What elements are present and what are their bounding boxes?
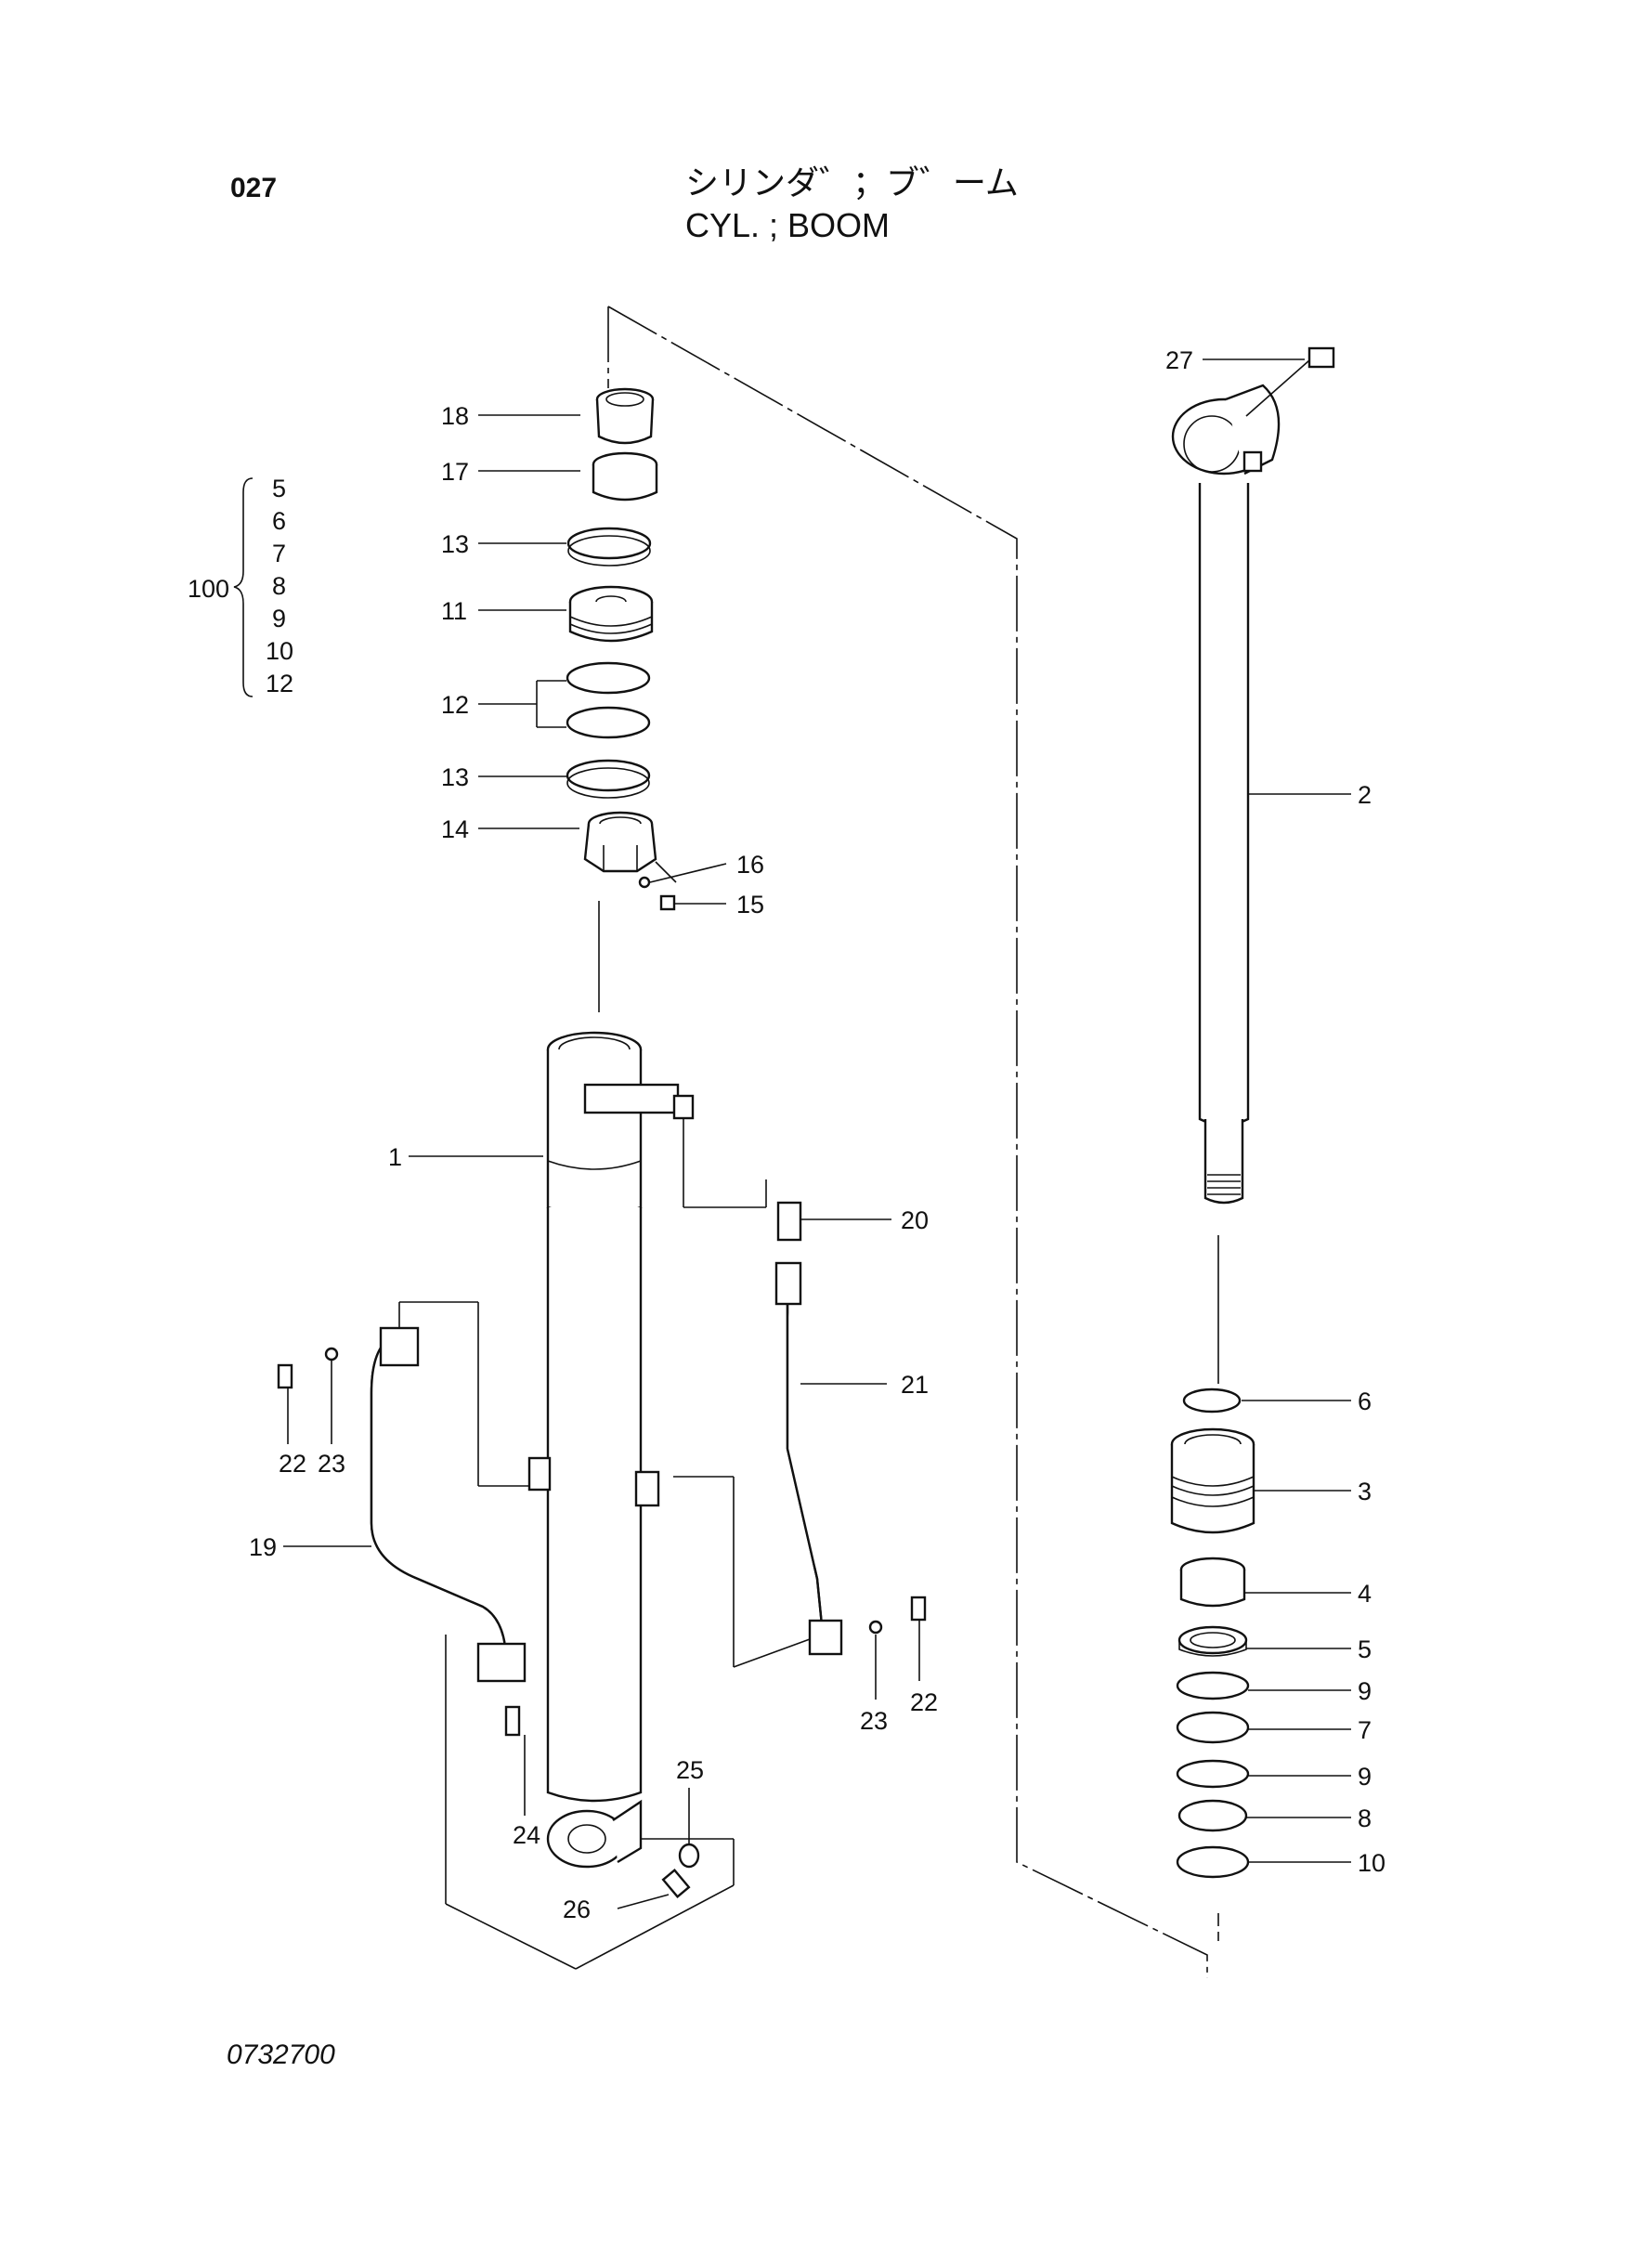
callout-label-5: 5 [1358,1635,1372,1663]
kit-item: 9 [272,605,286,632]
drawing-number: 0732700 [227,2039,335,2070]
page-number: 027 [230,173,278,203]
callout-label-13: 13 [441,530,469,558]
callout-label-8: 8 [1358,1804,1372,1832]
kit-item: 8 [272,572,286,600]
callout-label-21: 21 [901,1371,929,1399]
callout-label-27: 27 [1165,346,1193,374]
kit-item: 12 [266,670,293,697]
kit-item: 6 [272,507,286,535]
callout-label-7: 7 [1358,1716,1372,1744]
kit-100-label: 100 [188,575,229,603]
callout-label-25: 25 [676,1756,704,1784]
callout-label-1: 1 [388,1143,402,1171]
callout-label-3: 3 [1358,1478,1372,1505]
callout-label-24: 24 [513,1821,540,1849]
part-ring-12 [566,661,651,739]
part-bushing-18 [595,387,655,445]
part-bolt-22-washer-23-right [868,1596,927,1635]
callout-label-15: 15 [736,891,764,919]
callout-label-26: 26 [563,1896,591,1923]
callout-label-14: 14 [441,815,469,843]
kit-item: 7 [272,540,286,567]
part-cylinder-tube-1 [527,1031,767,1869]
title-english: CYL. ; BOOM [685,206,891,244]
callout-label-22: 22 [279,1450,306,1478]
callout-label-4: 4 [1358,1580,1372,1608]
callout-label-13: 13 [441,763,469,791]
part-nut-14 [583,811,657,873]
callout-leaders [283,358,1351,1909]
callout-label-11: 11 [441,597,467,625]
part-ring-13-lower [566,759,651,799]
part-seal-11 [568,585,654,643]
part-piston-rod-2 [1171,346,1335,1205]
part-piston-3 [1170,1427,1255,1534]
callout-labels: 18 17 13 11 12 13 14 16 15 1 20 21 22 23… [249,346,1385,1923]
kit-item: 10 [266,637,293,665]
part-bushing-4 [1179,1557,1246,1608]
part-plug-25-fitting-26 [661,1843,700,1899]
assembly-boundary-lines [598,306,1219,1978]
part-bolt-22-washer-23-left [277,1347,339,1389]
callout-label-18: 18 [441,402,469,430]
callout-label-23: 23 [318,1450,345,1478]
kit-100-brace [233,477,254,697]
callout-label-17: 17 [441,458,469,486]
part-ring-13-upper [566,527,652,567]
callout-label-9: 9 [1358,1677,1372,1705]
kit-100-labels: 100 5 6 7 8 9 10 12 [188,475,293,697]
part-ring-5 [1177,1625,1248,1657]
callout-label-2: 2 [1358,781,1372,809]
part-ring-6 [1182,1388,1242,1414]
callout-label-22: 22 [910,1688,938,1716]
callout-label-6: 6 [1358,1388,1372,1415]
part-pipe-21 [673,1201,843,1668]
title-japanese: シリンダ゛；ブ゛ーム [685,164,1019,202]
callout-label-20: 20 [901,1206,929,1234]
callout-label-16: 16 [736,851,764,879]
callout-label-10: 10 [1358,1849,1385,1877]
kit-item: 5 [272,475,286,502]
callout-label-19: 19 [249,1533,277,1561]
callout-label-23: 23 [860,1707,888,1735]
part-pipe-19 [370,1301,735,1970]
callout-label-9: 9 [1358,1763,1372,1791]
part-bushing-17 [592,451,658,502]
part-rings-9-7-9-8-10 [1176,1671,1250,1879]
callout-label-12: 12 [441,691,469,719]
part-ball-16-screw-15 [638,861,677,911]
